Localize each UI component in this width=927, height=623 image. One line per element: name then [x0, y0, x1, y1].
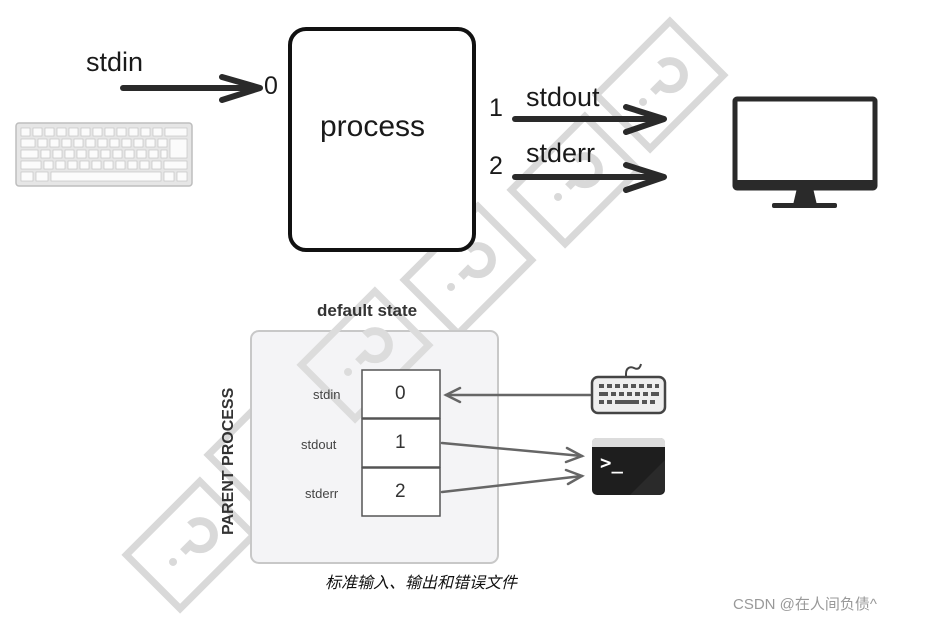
watermark-icon	[591, 16, 729, 154]
process-label: process	[320, 110, 426, 143]
default-state-title: default state	[317, 301, 418, 320]
stderr-fd-number: 2	[489, 152, 503, 180]
credit-watermark: CSDN @在人间负债^	[733, 596, 877, 613]
stdout-label: stdout	[526, 82, 600, 112]
row-stdout-fd: 1	[395, 432, 406, 453]
row-stdout-label: stdout	[301, 437, 337, 452]
figure-caption: 标准输入、输出和错误文件	[325, 573, 518, 592]
stdout-arrow	[512, 104, 667, 135]
stdin-label: stdin	[86, 47, 144, 77]
watermark-icon	[121, 476, 259, 614]
monitor-icon	[732, 96, 878, 208]
row-stderr-fd: 2	[395, 481, 406, 502]
row-stderr-label: stderr	[305, 486, 339, 501]
stderr-label: stderr	[526, 138, 596, 168]
keyboard-small-icon	[590, 363, 667, 415]
terminal-prompt: >_	[600, 452, 623, 474]
fd-stderr-arrow	[440, 468, 585, 494]
fd-table	[361, 369, 441, 517]
terminal-icon	[592, 438, 665, 495]
fd-stdout-arrow	[440, 441, 586, 464]
stdout-fd-number: 1	[489, 94, 503, 122]
fd-stdin-arrow	[443, 386, 592, 404]
stdin-fd-number: 0	[264, 72, 278, 100]
process-box	[288, 27, 476, 252]
stderr-arrow	[512, 162, 667, 193]
stdin-arrow	[120, 74, 263, 103]
row-stdin-label: stdin	[313, 387, 341, 402]
row-stdin-fd: 0	[395, 383, 406, 404]
watermark-icon	[506, 111, 644, 249]
keyboard-icon	[15, 122, 193, 187]
parent-process-label: PARENT PROCESS	[220, 387, 237, 535]
